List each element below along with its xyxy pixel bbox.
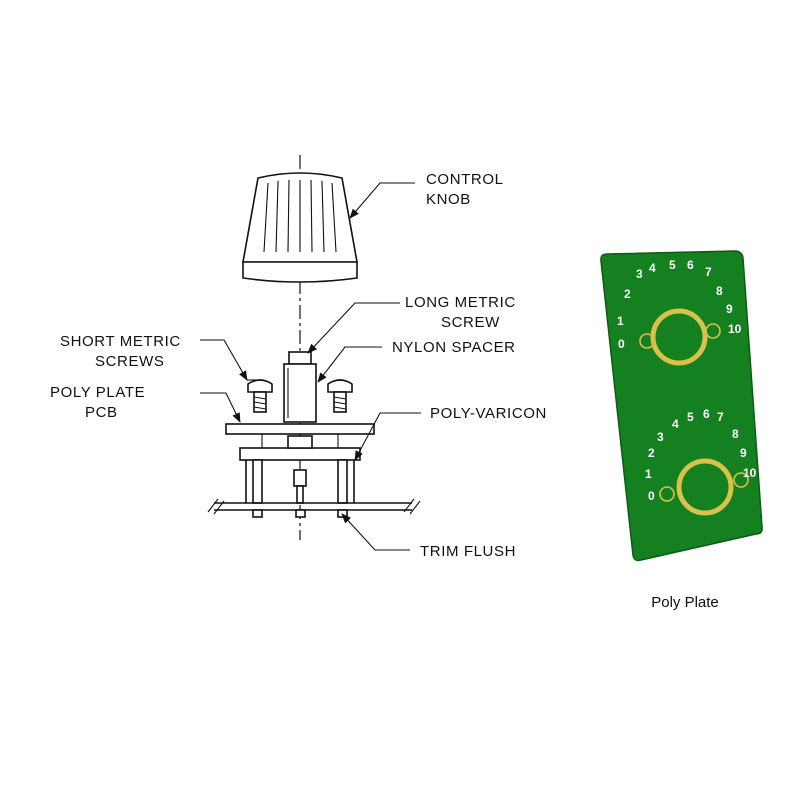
upper-dial-scale: 0 1 2 3 4 5 6 7 8 9 10 xyxy=(617,258,742,351)
upper-dial-0: 0 xyxy=(618,337,625,351)
upper-dial-5: 5 xyxy=(669,258,676,272)
lower-dial-5: 5 xyxy=(687,410,694,424)
upper-left-pad xyxy=(639,333,655,349)
lower-dial-8: 8 xyxy=(732,427,739,441)
label-poly-plate-pcb-line2: PCB xyxy=(85,404,118,421)
lower-dial-0: 0 xyxy=(648,489,655,503)
lower-right-pad xyxy=(733,472,749,488)
lower-hole-center xyxy=(684,466,726,508)
control-knob-drawing xyxy=(242,172,358,283)
upper-hole-center xyxy=(658,316,700,358)
short-screw-left-drawing xyxy=(247,379,273,413)
upper-right-pad xyxy=(705,323,721,339)
main-board-drawing xyxy=(207,498,421,518)
label-control-knob-line2: KNOB xyxy=(426,191,471,208)
lower-left-pad xyxy=(659,486,675,502)
label-long-metric-screw-line1: LONG METRIC xyxy=(405,294,516,311)
callout-leaders xyxy=(200,182,421,551)
poly-plate-image: 0 1 2 3 4 5 6 7 8 9 10 0 1 2 3 4 5 6 7 8… xyxy=(600,250,763,562)
upper-dial-2: 2 xyxy=(624,287,631,301)
upper-dial-8: 8 xyxy=(716,284,723,298)
poly-plate-pcb-drawing xyxy=(225,423,375,435)
label-long-metric-screw-line2: SCREW xyxy=(441,314,500,331)
upper-dial-3: 3 xyxy=(636,267,643,281)
lower-dial-4: 4 xyxy=(672,417,679,431)
lower-dial-9: 9 xyxy=(740,446,747,460)
label-nylon-spacer: NYLON SPACER xyxy=(392,339,516,356)
lower-dial-10: 10 xyxy=(743,466,757,480)
lower-dial-2: 2 xyxy=(648,446,655,460)
label-short-metric-screws-line2: SCREWS xyxy=(95,353,164,370)
long-screw-and-spacer-drawing xyxy=(283,351,317,423)
poly-varicon-drawing xyxy=(239,435,361,504)
upper-dial-10: 10 xyxy=(728,322,742,336)
label-poly-varicon: POLY-VARICON xyxy=(430,405,547,422)
label-control-knob-line1: CONTROL xyxy=(426,171,504,188)
label-trim-flush: TRIM FLUSH xyxy=(420,543,516,560)
poly-plate-caption: Poly Plate xyxy=(651,594,719,611)
lower-hole-ring xyxy=(676,458,734,516)
upper-dial-6: 6 xyxy=(687,258,694,272)
short-screw-right-drawing xyxy=(327,379,353,413)
lower-dial-1: 1 xyxy=(645,467,652,481)
lower-dial-6: 6 xyxy=(703,407,710,421)
label-short-metric-screws-line1: SHORT METRIC xyxy=(60,333,181,350)
lower-dial-3: 3 xyxy=(657,430,664,444)
upper-dial-7: 7 xyxy=(705,265,712,279)
label-poly-plate-pcb-line1: POLY PLATE xyxy=(50,384,145,401)
upper-dial-9: 9 xyxy=(726,302,733,316)
lower-dial-scale: 0 1 2 3 4 5 6 7 8 9 10 xyxy=(645,407,757,503)
upper-dial-4: 4 xyxy=(649,261,656,275)
upper-dial-1: 1 xyxy=(617,314,624,328)
lower-dial-7: 7 xyxy=(717,410,724,424)
